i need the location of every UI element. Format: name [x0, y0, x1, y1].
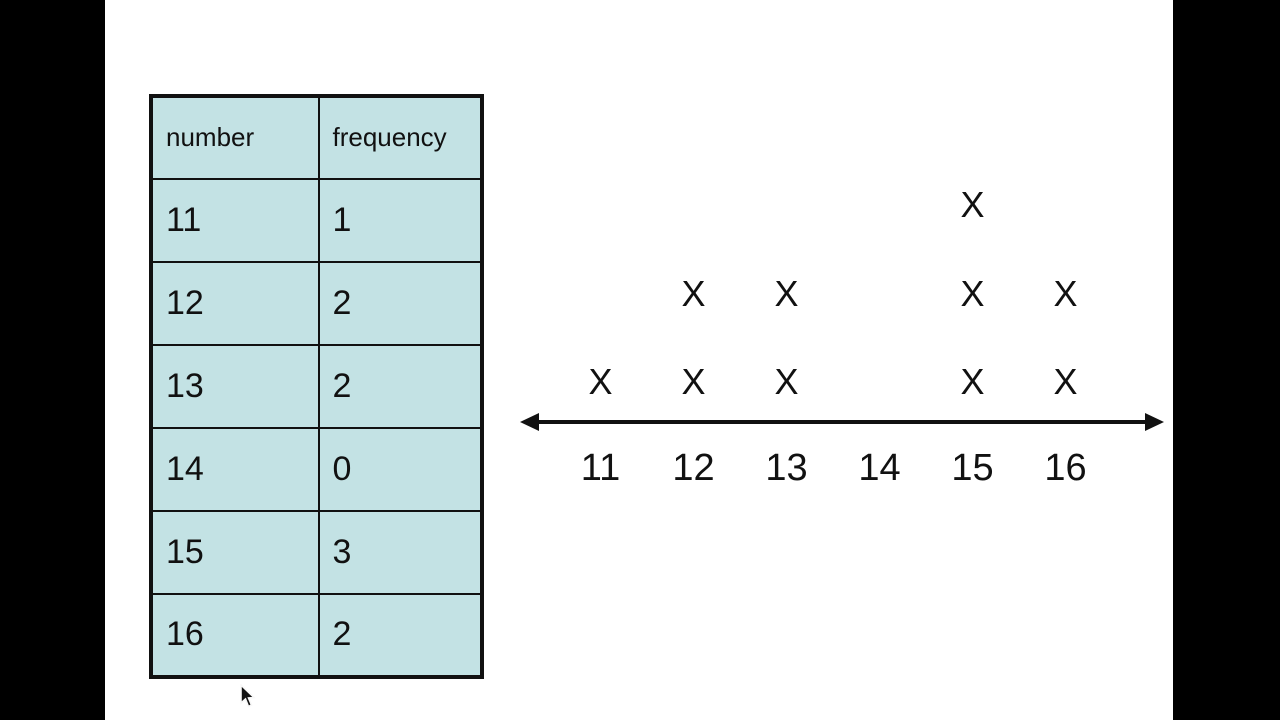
plot-mark	[554, 185, 647, 225]
table-row: 12 2	[150, 260, 483, 346]
table-cell-number: 13	[150, 343, 320, 429]
table-cell-number: 16	[150, 592, 320, 678]
table-cell-number: 11	[150, 177, 320, 263]
table-row: 15 3	[150, 509, 483, 595]
table-row: 16 2	[150, 592, 483, 678]
letterbox-right	[1173, 0, 1280, 720]
plot-mark: X	[960, 273, 985, 314]
plot-mark	[833, 274, 926, 314]
axis-label: 14	[858, 446, 901, 489]
table-cell-frequency: 1	[317, 177, 483, 263]
plot-mark	[647, 185, 740, 225]
number-line-axis	[520, 413, 1164, 431]
plot-mark: X	[774, 361, 799, 402]
axis-label: 16	[1044, 446, 1087, 489]
plot-mark	[554, 274, 647, 314]
mouse-cursor-icon	[240, 684, 256, 708]
plot-mark: X	[1053, 273, 1078, 314]
plot-mark: X	[960, 184, 985, 225]
table-cell-frequency: 2	[317, 260, 483, 346]
table-row: 11 1	[150, 177, 483, 263]
axis-label: 15	[951, 446, 994, 489]
plot-mark	[833, 185, 926, 225]
table-row: 14 0	[150, 426, 483, 512]
axis-tick-labels: 11 12 13 14 15 16	[554, 445, 1112, 491]
frequency-table: number frequency 11 1 12 2 13 2 14 0 15 …	[149, 94, 484, 679]
arrowhead-right-icon	[1145, 413, 1164, 431]
table-cell-frequency: 2	[317, 592, 483, 678]
plot-mark: X	[960, 361, 985, 402]
axis-label: 11	[580, 446, 621, 489]
letterbox-left	[0, 0, 105, 720]
plot-mark: X	[774, 273, 799, 314]
plot-mark	[740, 185, 833, 225]
plot-marks-level-1: X X X X X	[554, 361, 1112, 402]
plot-mark: X	[681, 361, 706, 402]
plot-mark: X	[1053, 361, 1078, 402]
plot-mark	[1019, 185, 1112, 225]
table-row: 13 2	[150, 343, 483, 429]
table-cell-number: 14	[150, 426, 320, 512]
axis-label: 12	[672, 446, 715, 489]
column-header-number: number	[150, 95, 320, 180]
table-cell-number: 12	[150, 260, 320, 346]
plot-mark: X	[588, 361, 613, 402]
table-cell-frequency: 2	[317, 343, 483, 429]
axis-label: 13	[765, 446, 808, 489]
plot-marks-level-3: X	[554, 184, 1112, 225]
column-header-frequency: frequency	[317, 95, 483, 180]
table-header-row: number frequency	[150, 95, 483, 180]
table-cell-frequency: 0	[317, 426, 483, 512]
table-cell-frequency: 3	[317, 509, 483, 595]
plot-mark	[833, 362, 926, 402]
plot-marks-level-2: X X X X	[554, 273, 1112, 314]
table-cell-number: 15	[150, 509, 320, 595]
arrowhead-left-icon	[520, 413, 539, 431]
plot-mark: X	[681, 273, 706, 314]
